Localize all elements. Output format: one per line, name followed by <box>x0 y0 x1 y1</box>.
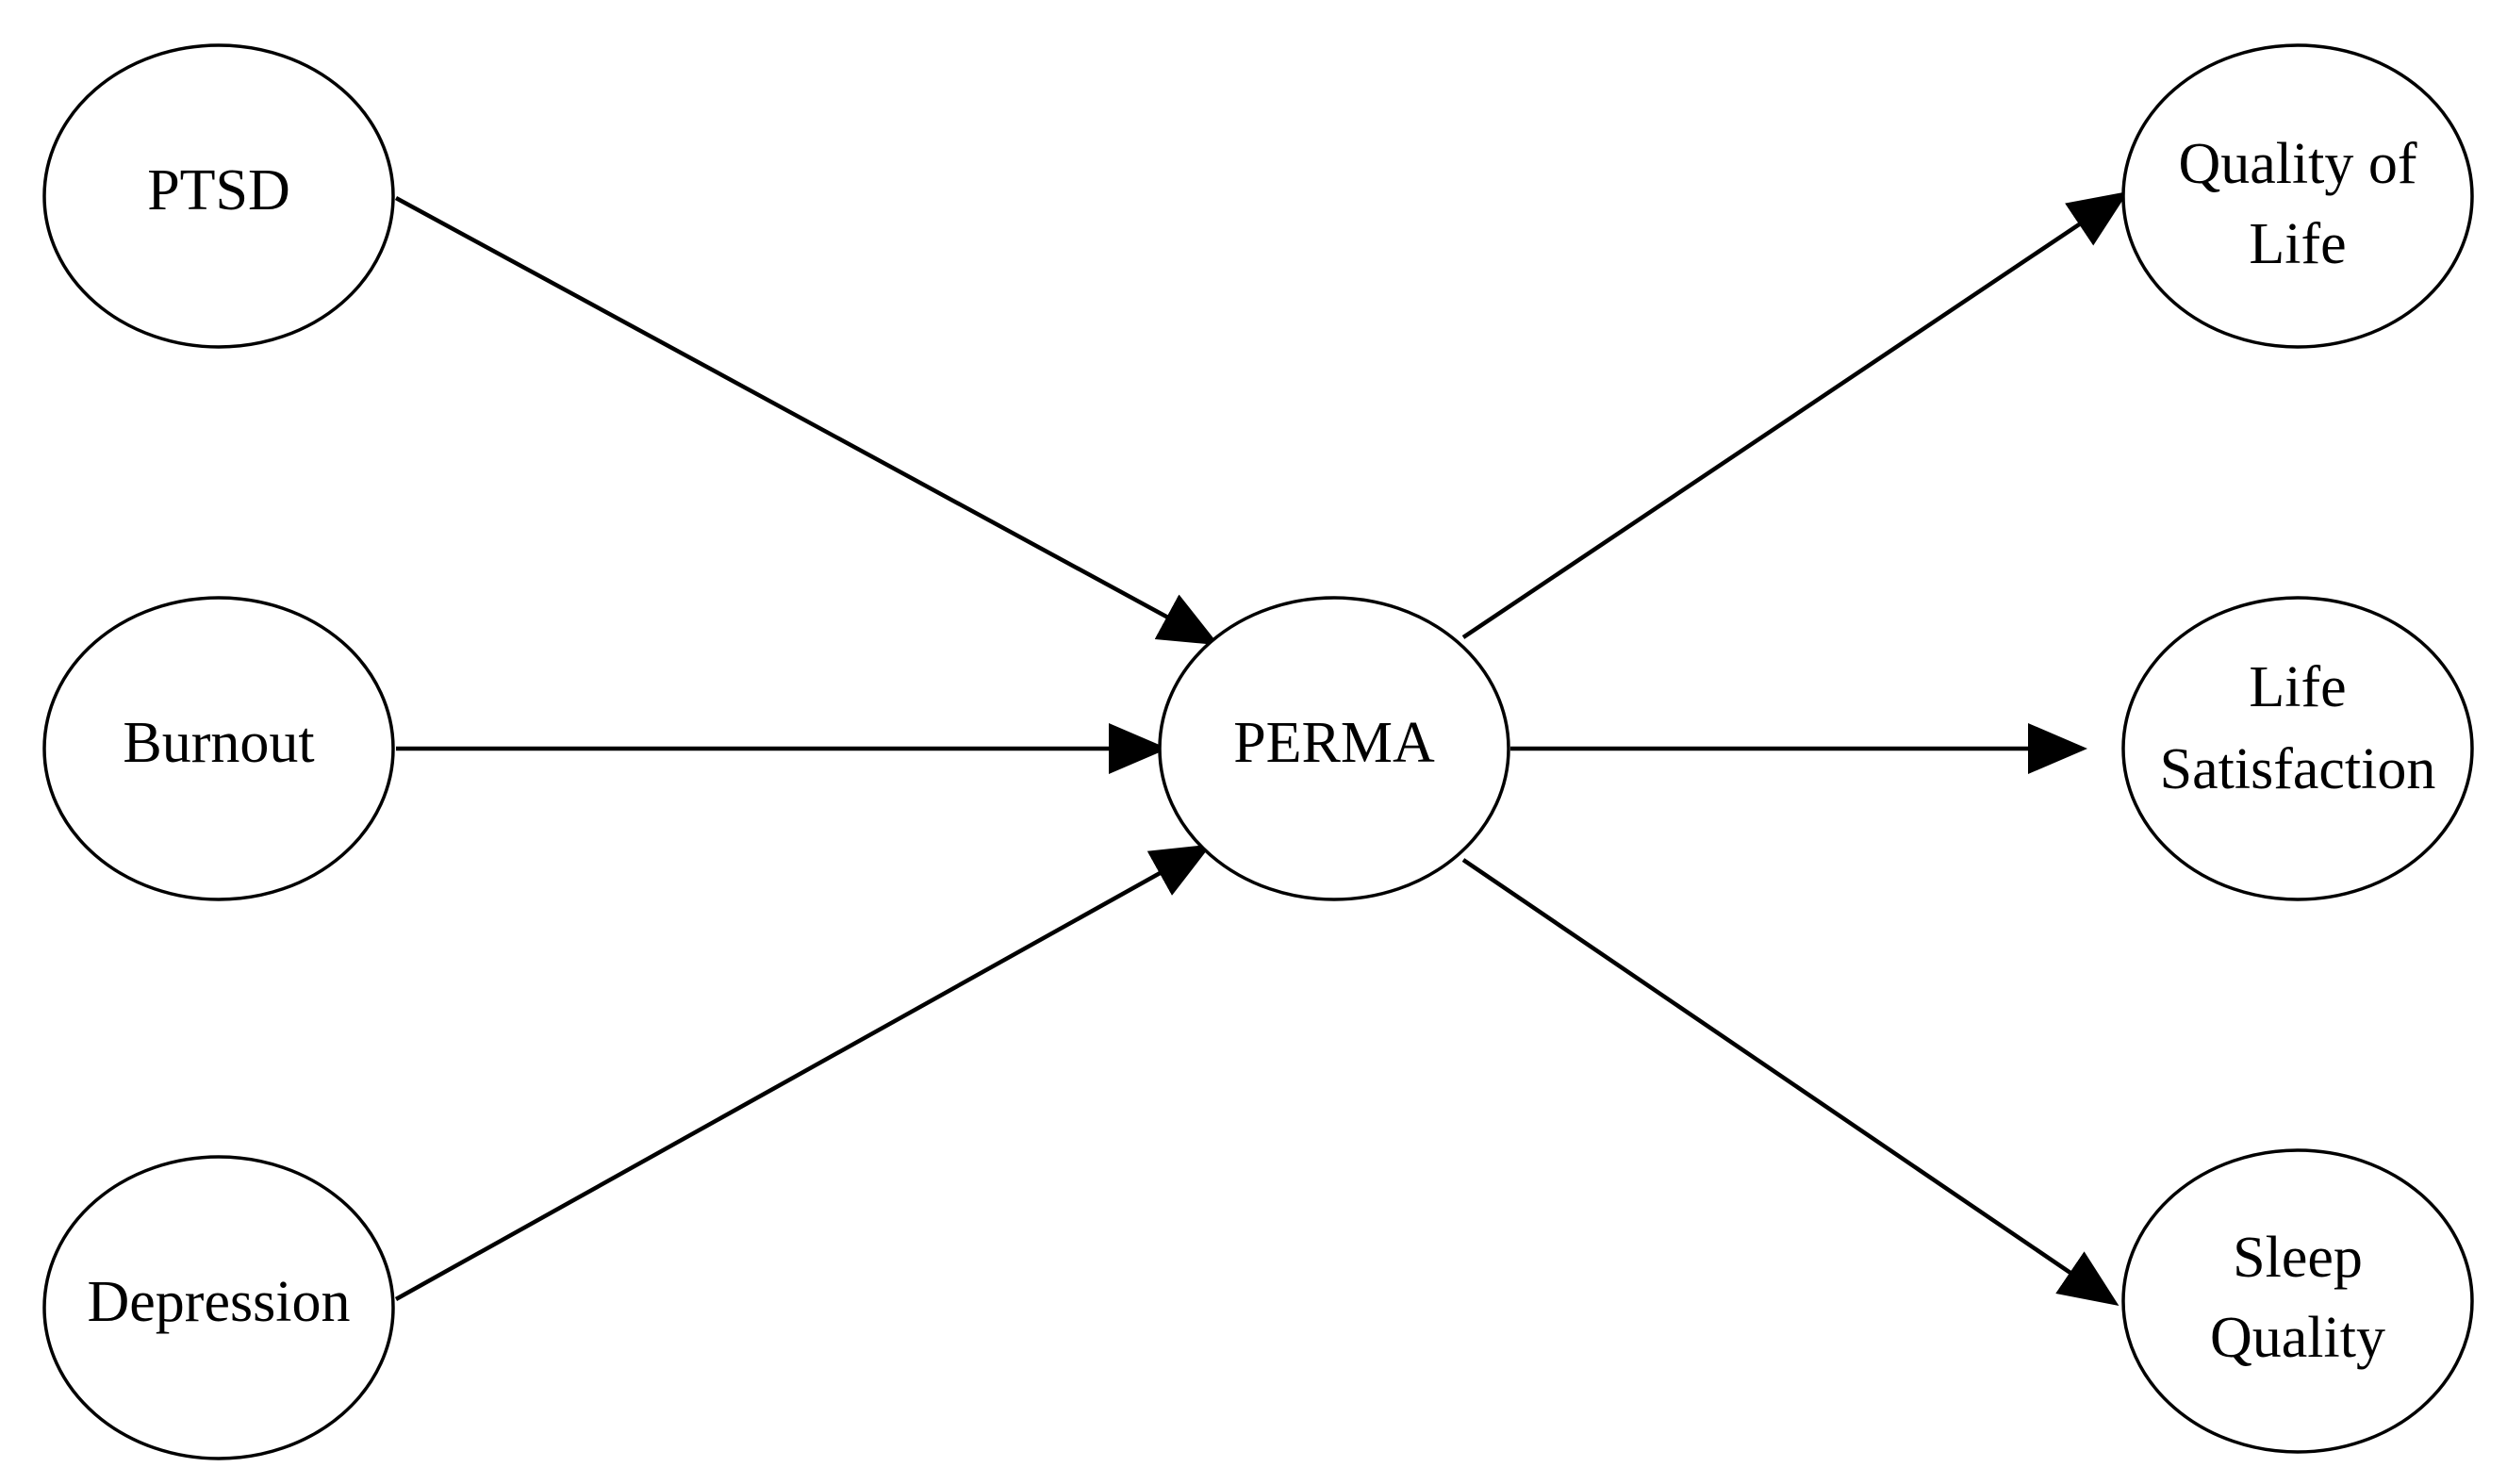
edge-perma-to-quality-of-life <box>1461 190 2129 639</box>
node-quality-of-life-ellipse <box>2121 43 2474 349</box>
node-sleep-quality: Sleep Quality <box>2121 1148 2474 1454</box>
node-depression-label: Depression <box>88 1270 351 1334</box>
node-sleep-quality-label-line-1: Sleep <box>2233 1226 2363 1290</box>
node-life-satisfaction: Life Satisfaction <box>2121 596 2474 901</box>
node-depression: Depression <box>42 1155 395 1460</box>
node-perma-label: PERMA <box>1233 711 1435 775</box>
node-ptsd-ellipse <box>42 43 395 349</box>
node-quality-of-life-label-line-2: Life <box>2249 212 2346 276</box>
edge-depression-to-perma <box>394 844 1212 1301</box>
node-burnout-ellipse <box>42 596 395 901</box>
node-burnout: Burnout <box>42 596 395 901</box>
node-ptsd-label: PTSD <box>147 158 290 223</box>
node-quality-of-life-label-line-1: Quality of <box>2178 132 2416 196</box>
edge-ptsd-to-perma <box>394 196 1219 646</box>
node-ptsd: PTSD <box>42 43 395 349</box>
node-life-satisfaction-label-line-2: Satisfaction <box>2160 737 2436 801</box>
node-perma-ellipse <box>1158 596 1510 901</box>
node-burnout-label: Burnout <box>123 711 314 775</box>
node-life-satisfaction-ellipse <box>2121 596 2474 901</box>
node-life-satisfaction-label-line-1: Life <box>2249 655 2346 719</box>
edges-group <box>394 190 2129 1307</box>
node-quality-of-life: Quality of Life <box>2121 43 2474 349</box>
node-sleep-quality-label-line-2: Quality <box>2210 1306 2385 1370</box>
node-perma: PERMA <box>1158 596 1510 901</box>
node-sleep-quality-ellipse <box>2121 1148 2474 1454</box>
node-depression-ellipse <box>42 1155 395 1460</box>
edge-perma-to-sleep-quality <box>1461 858 2119 1307</box>
